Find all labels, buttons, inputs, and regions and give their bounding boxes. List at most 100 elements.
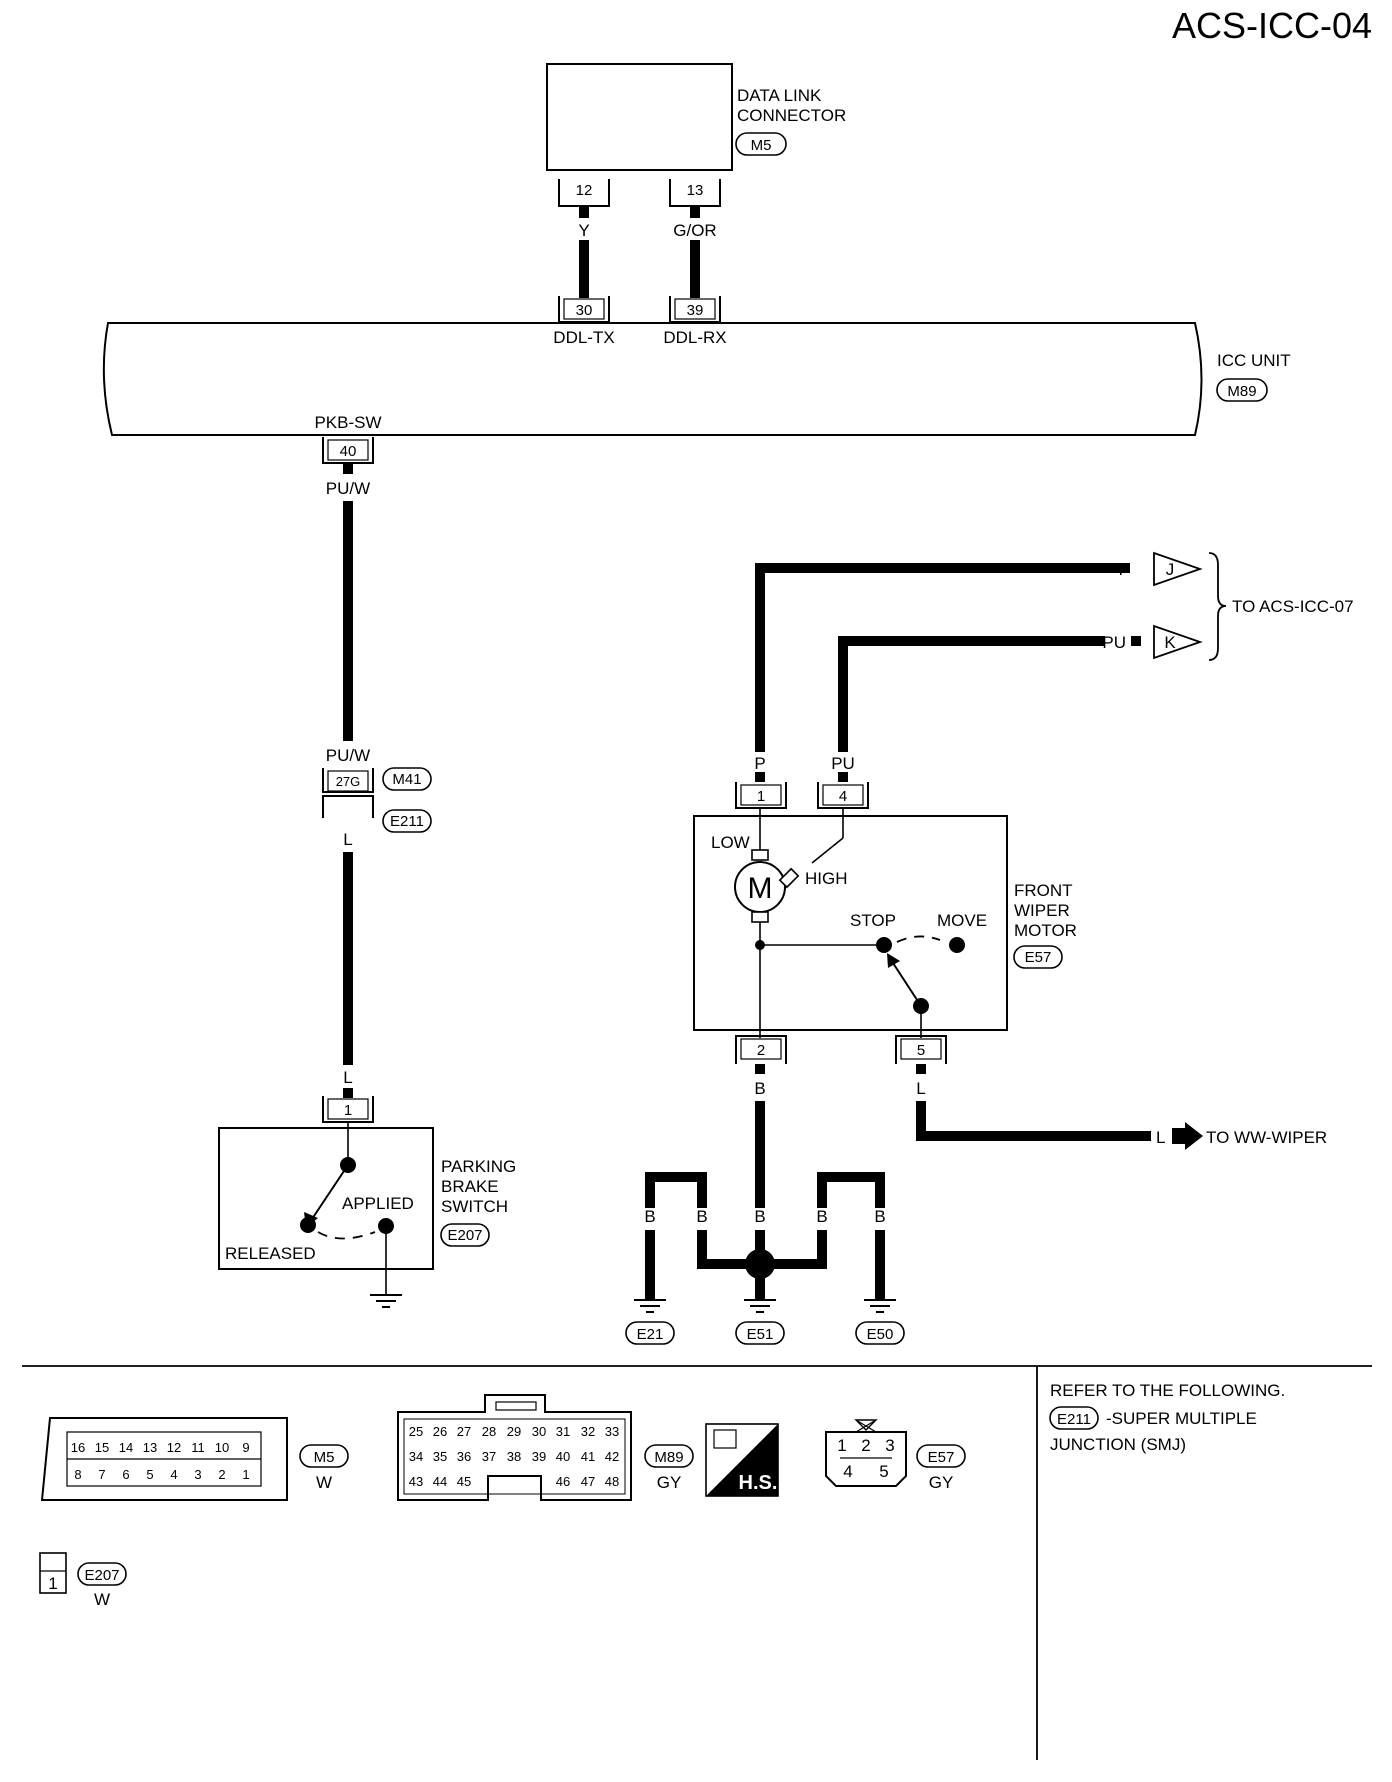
m89-pin-48: 48 [605, 1474, 619, 1489]
e57-pin-3: 3 [885, 1436, 894, 1455]
m5-pin-8: 8 [74, 1467, 81, 1482]
e57-pin-5: 5 [879, 1462, 888, 1481]
dlc-conn-id: M5 [751, 137, 772, 154]
pkb-conn: E207 [447, 1227, 482, 1244]
m89-pin-44: 44 [433, 1474, 447, 1489]
m5-color: W [316, 1473, 332, 1492]
connector-face-m5: 16 15 14 13 12 11 10 9 8 7 6 5 4 3 2 1 M… [40, 1417, 349, 1501]
m89-pin-33: 33 [605, 1424, 619, 1439]
sig-ddl-tx: DDL-TX [553, 328, 614, 347]
m89-pin-42: 42 [605, 1449, 619, 1464]
pkb-name-3: SWITCH [441, 1197, 508, 1216]
offpage-ref-j: J [1153, 551, 1203, 587]
ground-splice [745, 1249, 775, 1279]
pkb-name-2: BRAKE [441, 1177, 499, 1196]
m89-pin-25: 25 [409, 1424, 423, 1439]
m89-pin-34: 34 [409, 1449, 423, 1464]
dlc-name-2: CONNECTOR [737, 106, 846, 125]
wiper-wire-pu: PU [831, 754, 855, 773]
refer-smj-1: -SUPER MULTIPLE [1106, 1409, 1257, 1428]
offpage-j-label: J [1166, 560, 1175, 579]
hs-text: H.S. [739, 1472, 778, 1494]
smj-conn-e211: E211 [390, 813, 424, 830]
refer-smj-2: JUNCTION (SMJ) [1050, 1435, 1186, 1454]
icc-unit-name: ICC UNIT [1217, 351, 1291, 370]
offpage-ref-k: K [1153, 624, 1203, 660]
ground-symbol-pkb [370, 1294, 402, 1308]
wiper-conn: E57 [1025, 949, 1052, 966]
wire-l-smj: L [343, 830, 352, 849]
wire-b-2: B [696, 1207, 707, 1226]
offpage-brace [1208, 552, 1227, 661]
e207-color: W [94, 1590, 110, 1609]
sig-ddl-rx: DDL-RX [663, 328, 726, 347]
e207-pin-1: 1 [48, 1574, 57, 1593]
m5-pin-4: 4 [170, 1467, 177, 1482]
connector-face-m89: 25 26 27 28 29 30 31 32 33 34 35 36 37 3… [397, 1394, 694, 1501]
wiper-name-2: WIPER [1014, 901, 1070, 920]
m5-pin-15: 15 [95, 1440, 109, 1455]
hs-mark-icon: H.S. [705, 1423, 779, 1497]
ww-arrow-icon [1172, 1122, 1203, 1150]
front-wiper-motor: 1 4 LOW M HIGH STOP MOVE 2 5 FRONT WIPER [693, 782, 1077, 1064]
wire-y: Y [578, 221, 589, 240]
dlc-pin-12: 12 [576, 182, 593, 199]
offpage-wire-p: P [1119, 560, 1130, 579]
ground-e50: E50 [855, 1299, 905, 1345]
m89-pin-30: 30 [532, 1424, 546, 1439]
wiper-stop: STOP [850, 911, 896, 930]
m89-pin-47: 47 [581, 1474, 595, 1489]
icc-pin-30: 30 [576, 302, 593, 319]
m89-pin-26: 26 [433, 1424, 447, 1439]
icc-pin-39: 39 [687, 302, 704, 319]
m5-pin-9: 9 [242, 1440, 249, 1455]
ww-wire-l: L [1156, 1128, 1165, 1147]
pkb-applied: APPLIED [342, 1194, 414, 1213]
pkb-name-1: PARKING [441, 1157, 516, 1176]
pkb-pin-1: 1 [344, 1102, 352, 1119]
offpage-to-acs: TO ACS-ICC-07 [1232, 597, 1354, 616]
e57-pin-1: 1 [837, 1436, 846, 1455]
wire-pu-w-upper: PU/W [326, 479, 370, 498]
m89-pin-37: 37 [482, 1449, 496, 1464]
page-id: ACS-ICC-04 [1172, 5, 1372, 46]
m89-color: GY [657, 1473, 682, 1492]
m89-pin-32: 32 [581, 1424, 595, 1439]
e57-id: E57 [928, 1449, 955, 1466]
wiper-motor-symbol: M [748, 872, 773, 905]
connector-face-e57: 1 2 3 4 5 E57 GY [825, 1419, 966, 1492]
ground-e51-label: E51 [747, 1326, 774, 1343]
offpage-k-label: K [1164, 633, 1176, 652]
m5-pin-2: 2 [218, 1467, 225, 1482]
dlc-pin-13: 13 [687, 182, 704, 199]
parking-brake-switch: 1 APPLIED RELEASED PARKING BRAKE SWITCH … [218, 1096, 516, 1295]
wire-b-5: B [874, 1207, 885, 1226]
wiper-high: HIGH [805, 869, 848, 888]
data-link-connector: DATA LINK CONNECTOR M5 12 13 [546, 63, 846, 207]
m89-pin-27: 27 [457, 1424, 471, 1439]
wire-b-3: B [754, 1207, 765, 1226]
offpage-wire-pu: PU [1102, 633, 1126, 652]
wire-b-1: B [644, 1207, 655, 1226]
wiper-pin-2: 2 [757, 1042, 765, 1059]
ground-e21-label: E21 [637, 1326, 664, 1343]
wiper-name-1: FRONT [1014, 881, 1073, 900]
ground-e21: E21 [625, 1299, 675, 1345]
wire-pu-w-lower: PU/W [326, 746, 370, 765]
smj-pin: 27G [336, 774, 361, 789]
wiper-pin-5: 5 [917, 1042, 925, 1059]
m5-pin-13: 13 [143, 1440, 157, 1455]
wiper-pin-1: 1 [757, 788, 765, 805]
wire-b-4: B [816, 1207, 827, 1226]
m5-pin-16: 16 [71, 1440, 85, 1455]
e207-id: E207 [84, 1567, 119, 1584]
m89-pin-38: 38 [507, 1449, 521, 1464]
sig-pkb-sw: PKB-SW [314, 413, 381, 432]
wire-l-pkb: L [343, 1068, 352, 1087]
wiper-move: MOVE [937, 911, 987, 930]
m5-pin-14: 14 [119, 1440, 133, 1455]
ww-to-text: TO WW-WIPER [1206, 1128, 1327, 1147]
pkb-released: RELEASED [225, 1244, 316, 1263]
m89-pin-43: 43 [409, 1474, 423, 1489]
m5-pin-10: 10 [215, 1440, 229, 1455]
